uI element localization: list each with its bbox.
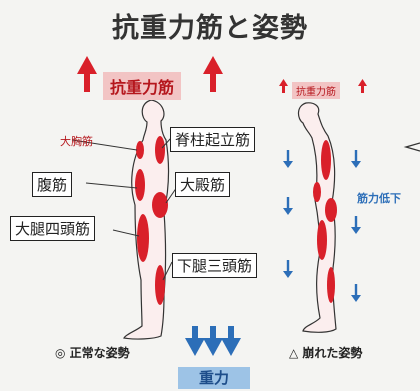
abdominal-muscle — [135, 169, 145, 201]
abdominal-label: 腹筋 — [32, 172, 73, 197]
weakness-arrows — [283, 150, 361, 302]
normal-posture-label: ◎ 正常な姿勢 — [55, 346, 130, 360]
slumped-gluteus-muscle — [325, 198, 337, 222]
erector-spinae-muscle — [155, 136, 165, 164]
up-arrow-icon — [279, 79, 288, 93]
gluteus-muscle — [152, 192, 168, 218]
gravity-arrows — [185, 326, 241, 356]
erector-spinae-label: 脊柱起立筋 — [170, 127, 256, 152]
gluteus-label: 大殿筋 — [175, 172, 231, 197]
pectoralis-muscle — [136, 141, 144, 159]
up-arrow-icon — [77, 56, 97, 92]
slumped-calf-muscle — [327, 267, 335, 303]
up-arrow-icon — [203, 56, 223, 92]
down-arrow-icon — [192, 326, 198, 340]
slumped-abdominal-muscle — [313, 182, 321, 202]
speech-pointer-icon — [403, 142, 420, 152]
antigravity-header-right: 抗重力筋 — [292, 82, 340, 99]
gravity-label: 重力 — [178, 367, 250, 389]
down-arrow-icon — [203, 338, 223, 356]
up-arrow-icon — [358, 79, 367, 93]
antigravity-header-left: 抗重力筋 — [103, 72, 182, 100]
triceps-surae-muscle — [155, 265, 165, 305]
quadriceps-muscle — [137, 214, 149, 262]
muscle-weakness-label: 筋力低下 — [357, 192, 401, 205]
down-arrow-icon — [185, 338, 205, 356]
normal-posture-figure — [71, 99, 178, 340]
slumped-posture-figure — [297, 102, 337, 333]
down-arrow-icon — [210, 326, 216, 340]
slumped-thigh-muscle — [317, 220, 327, 260]
diagram-title: 抗重力筋と姿勢 — [112, 13, 308, 44]
down-arrow-icon — [228, 326, 234, 340]
slumped-back-muscle — [321, 140, 331, 180]
pectoralis-label: 大胸筋 — [60, 135, 93, 148]
triceps-surae-label: 下腿三頭筋 — [172, 253, 258, 278]
quadriceps-label: 大腿四頭筋 — [10, 216, 96, 241]
down-arrow-icon — [221, 338, 241, 356]
slumped-posture-label: △ 崩れた姿勢 — [289, 346, 363, 360]
